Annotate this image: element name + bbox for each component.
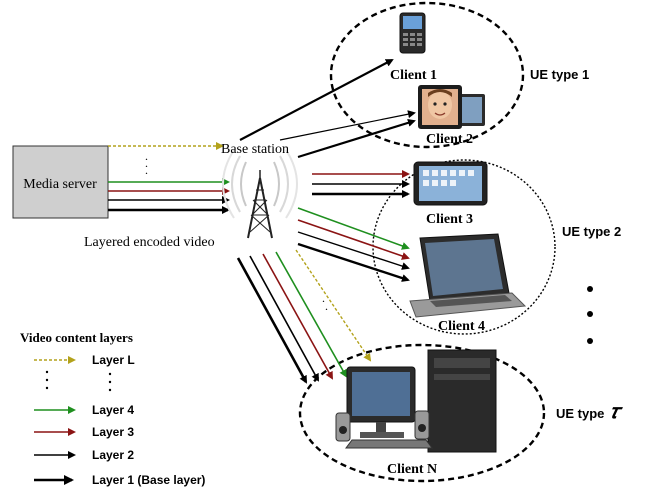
- legend-layer-4-label: Layer 4: [92, 403, 134, 417]
- arrow-to-client-1: [239, 59, 394, 141]
- client-4-label: Client 4: [438, 319, 485, 334]
- arrow-to-client-2-thin: [279, 110, 416, 141]
- svg-text:.: .: [145, 163, 148, 177]
- legend-ellipsis-dots: [45, 370, 112, 392]
- svg-text:.: .: [322, 291, 325, 305]
- base-station-tower-icon: [222, 149, 298, 239]
- client-3-label: Client 3: [426, 212, 473, 227]
- layered-video-label: Layered encoded video: [84, 235, 215, 250]
- arrow-c4-layer2: [297, 231, 410, 270]
- laptop-icon: [409, 233, 527, 318]
- media-server-label: Media server: [23, 177, 97, 192]
- arrow-cN-layer1: [236, 257, 308, 384]
- ue-type-1-group: [329, 1, 525, 149]
- svg-text:.: .: [145, 156, 148, 170]
- media-server: Media server: [12, 145, 109, 219]
- arrow-cN-layer3: [262, 253, 333, 380]
- client-n-label: Client N: [387, 462, 437, 477]
- ue-types-continuation-dots: [587, 286, 593, 344]
- svg-text:.: .: [325, 299, 328, 313]
- desktop-computer-icon: [335, 349, 497, 453]
- ue-type-2-group: [372, 159, 556, 335]
- arrow-cN-layer4: [275, 251, 347, 378]
- arrow-c4-layer3: [297, 219, 410, 260]
- mobile-phone-icon: [399, 12, 426, 54]
- base-station-label: Base station: [221, 142, 289, 157]
- legend-title: Video content layers: [20, 330, 133, 345]
- legend-layer-2-label: Layer 2: [92, 448, 134, 462]
- arrow-cN-layerL: [295, 249, 372, 362]
- arrow-cN-layer2: [249, 255, 319, 382]
- tablet-photo-icon: [418, 85, 485, 129]
- ue-type-2-label: UE type 2: [562, 224, 621, 239]
- ue-type-t-symbol: 𝜏: [610, 401, 623, 423]
- server-ellipsis-dots: .: [145, 149, 148, 163]
- arrow-to-client-2-thick: [297, 118, 416, 159]
- server-to-base-arrows: . . .: [108, 142, 230, 214]
- legend: Video content layers Layer L Layer 4 Lay…: [20, 330, 205, 487]
- client-2-label: Client 2: [426, 132, 473, 147]
- ue-type-1-label: UE type 1: [530, 67, 589, 82]
- ue-type-t-group: [298, 343, 546, 483]
- client-1-label: Client 1: [390, 68, 437, 83]
- legend-layer-L-label: Layer L: [92, 353, 135, 367]
- ue-type-t-label: UE type 𝜏: [556, 401, 623, 423]
- tablet-icon: [413, 161, 488, 206]
- legend-layer-3-label: Layer 3: [92, 425, 134, 439]
- arrow-c4-layer1: [297, 242, 410, 282]
- legend-layer-1-label: Layer 1 (Base layer): [92, 473, 205, 487]
- arrow-c4-layer4: [297, 207, 410, 250]
- ue-type-t-prefix: UE type: [556, 406, 604, 421]
